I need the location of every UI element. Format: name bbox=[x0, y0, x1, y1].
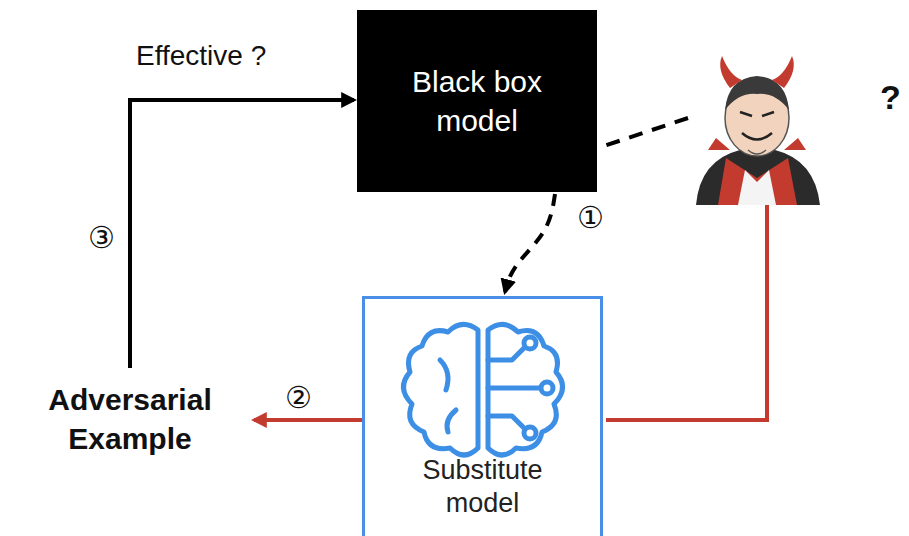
question-mark: ? bbox=[880, 78, 901, 117]
callout-number: ② bbox=[285, 380, 312, 415]
edge-note: Effective ? bbox=[136, 40, 266, 72]
black-box: Black box model bbox=[357, 10, 597, 192]
node-text: Substitute model bbox=[383, 454, 583, 519]
connector bbox=[254, 418, 362, 422]
devil-icon bbox=[696, 56, 820, 205]
brain-icon bbox=[403, 324, 562, 455]
connector bbox=[130, 100, 354, 368]
callout-number: ③ bbox=[88, 220, 115, 255]
query-line bbox=[604, 118, 688, 146]
attack-line bbox=[606, 205, 767, 420]
node-text: Adversarial Example bbox=[20, 380, 240, 458]
output-node: Adversarial Example bbox=[16, 376, 244, 462]
connector bbox=[505, 194, 555, 292]
node-text: Black box model bbox=[377, 62, 577, 140]
callout-number: ① bbox=[577, 200, 604, 235]
substitute-box: Substitute model bbox=[362, 296, 603, 536]
